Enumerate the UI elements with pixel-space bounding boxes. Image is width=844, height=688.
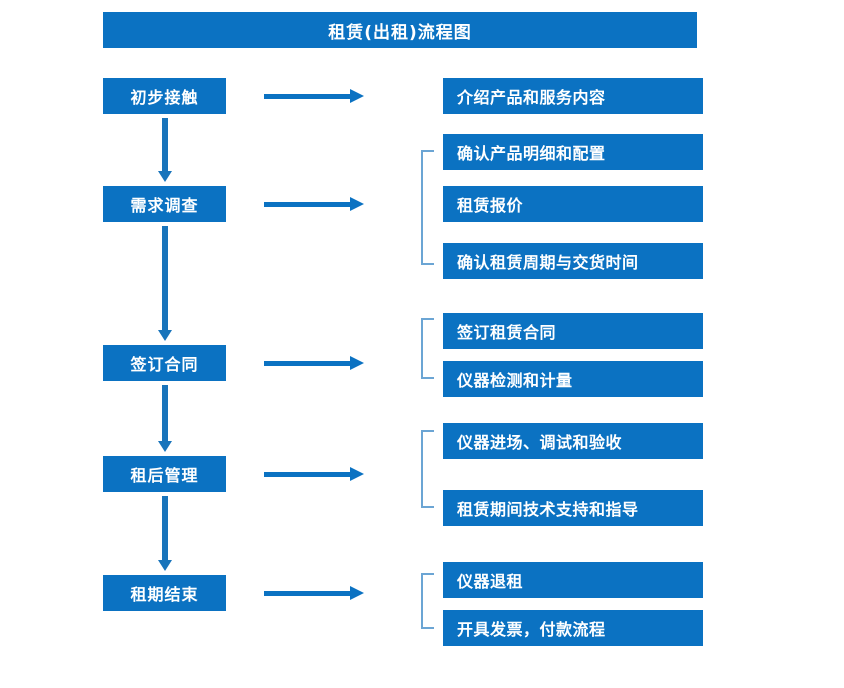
detail-label: 仪器检测和计量 — [457, 371, 573, 390]
flow-arrow-down-icon-4 — [158, 496, 172, 571]
stage-label: 初步接触 — [130, 88, 199, 107]
stage-label: 签订合同 — [130, 355, 199, 374]
stage-label: 需求调查 — [130, 196, 199, 215]
detail-box-8[interactable]: 租赁期间技术支持和指导 — [443, 490, 703, 526]
detail-label: 租赁报价 — [457, 196, 524, 215]
connector-arrow-right-icon-3 — [264, 356, 364, 370]
detail-box-9[interactable]: 仪器退租 — [443, 562, 703, 598]
detail-box-5[interactable]: 签订租赁合同 — [443, 313, 703, 349]
flow-arrow-down-icon-3 — [158, 385, 172, 452]
connector-arrow-right-icon-5 — [264, 586, 364, 600]
detail-label: 确认租赁周期与交货时间 — [457, 253, 639, 272]
flow-arrow-down-icon-2 — [158, 226, 172, 341]
stage-box-3[interactable]: 签订合同 — [103, 345, 226, 381]
detail-label: 确认产品明细和配置 — [457, 144, 606, 163]
stage-label: 租后管理 — [130, 466, 199, 485]
detail-box-4[interactable]: 确认租赁周期与交货时间 — [443, 243, 703, 279]
page-title: 租赁(出租)流程图 — [103, 12, 697, 48]
detail-label: 租赁期间技术支持和指导 — [457, 500, 639, 519]
stage-box-1[interactable]: 初步接触 — [103, 78, 226, 114]
group-bracket-3 — [421, 430, 434, 508]
detail-label: 开具发票，付款流程 — [457, 620, 606, 639]
group-bracket-2 — [421, 318, 434, 379]
detail-label: 仪器进场、调试和验收 — [457, 433, 623, 452]
group-bracket-4 — [421, 573, 434, 629]
connector-arrow-right-icon-4 — [264, 467, 364, 481]
stage-label: 租期结束 — [130, 585, 199, 604]
detail-label: 仪器退租 — [457, 572, 524, 591]
connector-arrow-right-icon-2 — [264, 197, 364, 211]
flow-arrow-down-icon-1 — [158, 118, 172, 182]
detail-box-6[interactable]: 仪器检测和计量 — [443, 361, 703, 397]
stage-box-2[interactable]: 需求调查 — [103, 186, 226, 222]
detail-box-2[interactable]: 确认产品明细和配置 — [443, 134, 703, 170]
detail-box-3[interactable]: 租赁报价 — [443, 186, 703, 222]
connector-arrow-right-icon-1 — [264, 89, 364, 103]
stage-box-5[interactable]: 租期结束 — [103, 575, 226, 611]
stage-box-4[interactable]: 租后管理 — [103, 456, 226, 492]
detail-box-10[interactable]: 开具发票，付款流程 — [443, 610, 703, 646]
detail-label: 介绍产品和服务内容 — [457, 88, 606, 107]
group-bracket-1 — [421, 150, 434, 265]
detail-box-7[interactable]: 仪器进场、调试和验收 — [443, 423, 703, 459]
detail-box-1[interactable]: 介绍产品和服务内容 — [443, 78, 703, 114]
detail-label: 签订租赁合同 — [457, 323, 557, 342]
